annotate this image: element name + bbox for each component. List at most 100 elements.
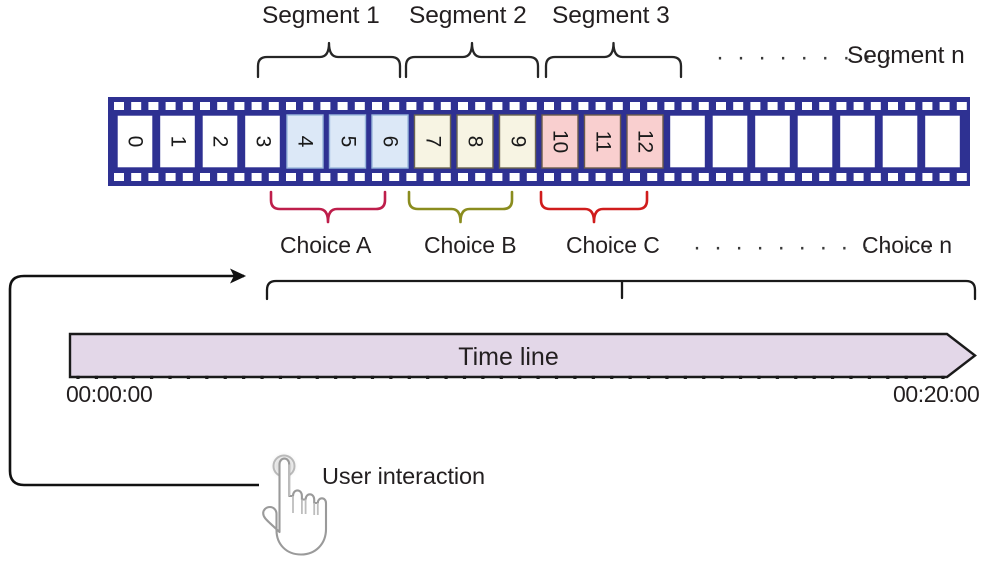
sprocket-hole <box>888 173 898 181</box>
sprocket-hole <box>217 173 228 181</box>
film-frame[interactable] <box>583 114 622 169</box>
timeline-tick <box>518 375 522 379</box>
timeline-tick <box>315 375 319 379</box>
timeline-tick <box>76 375 80 379</box>
sprocket-hole <box>716 173 726 181</box>
sprocket-hole <box>956 102 967 110</box>
sprocket-hole <box>784 173 795 181</box>
timeline-tick <box>223 375 227 379</box>
sprocket-hole <box>389 102 400 110</box>
sprocket-hole <box>681 102 692 110</box>
timeline-tick <box>242 375 246 379</box>
sprocket-hole <box>922 102 933 110</box>
timeline-tick <box>113 375 117 379</box>
timeline-arrow-shape[interactable] <box>68 332 977 379</box>
timeline-tick <box>757 375 761 379</box>
timeline-tick <box>352 375 356 379</box>
sprocket-hole <box>217 102 228 110</box>
user-interaction-label: User interaction <box>322 463 485 489</box>
timeline-title: Time line <box>458 343 559 371</box>
timeline-tick <box>886 375 890 379</box>
film-frame[interactable] <box>753 114 792 169</box>
timeline-tick <box>702 375 706 379</box>
timeline-tick <box>370 375 375 379</box>
timeline-tick <box>738 375 743 379</box>
sprocket-hole <box>630 173 640 181</box>
sprocket-hole <box>475 173 486 181</box>
timeline-tick <box>775 375 779 379</box>
choice-a-brace <box>269 190 387 224</box>
sprocket-hole <box>664 173 675 181</box>
tap-hand-icon[interactable] <box>262 451 328 556</box>
timeline-tick <box>462 375 467 379</box>
segment-n-label: Segment n <box>847 42 965 69</box>
segment-braces-group <box>256 41 683 79</box>
film-frame[interactable] <box>923 114 962 169</box>
timeline-tick <box>150 375 154 379</box>
sprocket-hole <box>372 102 382 110</box>
choice-label-4: Choice n <box>862 232 952 258</box>
sprocket-hole <box>286 102 296 110</box>
film-frame[interactable] <box>158 114 197 169</box>
film-frame[interactable] <box>243 114 282 169</box>
frame-number-12: 12 <box>634 129 657 154</box>
segment-1-brace <box>256 41 402 79</box>
film-frame[interactable] <box>881 114 919 169</box>
choice-label-2: Choice B <box>424 232 517 258</box>
film-frame[interactable] <box>201 114 239 169</box>
film-frame[interactable] <box>371 114 409 169</box>
timeline-tick <box>131 375 135 379</box>
sprocket-hole <box>406 102 417 110</box>
film-frame[interactable] <box>838 114 877 169</box>
sprocket-hole <box>526 173 537 181</box>
timeline-tick <box>499 375 503 379</box>
film-frame[interactable] <box>498 114 537 169</box>
timeline-tick <box>573 375 577 379</box>
film-frame[interactable] <box>626 114 664 169</box>
sprocket-hole <box>612 102 623 110</box>
sprocket-hole <box>234 102 245 110</box>
segment-label-2: Segment 2 <box>409 2 527 29</box>
sprocket-hole <box>114 102 124 110</box>
segment-2-brace <box>404 41 540 79</box>
timeline-tick <box>830 375 835 379</box>
sprocket-hole <box>165 102 176 110</box>
sprocket-hole <box>733 102 744 110</box>
timeline-tick <box>94 375 99 379</box>
timeline-tick <box>665 375 669 379</box>
sprocket-hole <box>131 173 142 181</box>
sprocket-hole <box>458 173 468 181</box>
sprocket-hole <box>337 173 348 181</box>
sprocket-hole <box>939 102 950 110</box>
film-frame[interactable] <box>668 114 707 169</box>
film-frame[interactable] <box>286 114 324 169</box>
timeline-tick <box>904 375 908 379</box>
sprocket-hole <box>750 102 761 110</box>
sprocket-hole <box>268 102 279 110</box>
film-frame[interactable] <box>328 114 367 169</box>
film-frame[interactable] <box>456 114 494 169</box>
timeline-tick <box>628 375 632 379</box>
timeline-tick <box>426 375 430 379</box>
sprocket-hole <box>440 102 451 110</box>
timeline-tick <box>278 375 283 379</box>
sprocket-hole <box>320 102 331 110</box>
timeline-bar[interactable] <box>68 332 977 379</box>
sprocket-hole <box>406 173 417 181</box>
sprocket-hole <box>578 102 589 110</box>
timeline-tick <box>554 375 559 379</box>
segment-label-1: Segment 1 <box>262 2 380 29</box>
film-frame[interactable] <box>541 114 579 169</box>
sprocket-hole <box>423 102 434 110</box>
film-frame[interactable] <box>413 114 452 169</box>
film-frame[interactable] <box>796 114 834 169</box>
sprocket-hole <box>716 102 726 110</box>
sprocket-hole <box>440 173 451 181</box>
timeline-tick <box>591 375 595 379</box>
timeline-start-time: 00:00:00 <box>66 381 153 407</box>
film-frame[interactable] <box>116 114 154 169</box>
segment-3-brace <box>544 41 683 79</box>
sprocket-hole <box>234 173 245 181</box>
film-frame[interactable] <box>711 114 749 169</box>
